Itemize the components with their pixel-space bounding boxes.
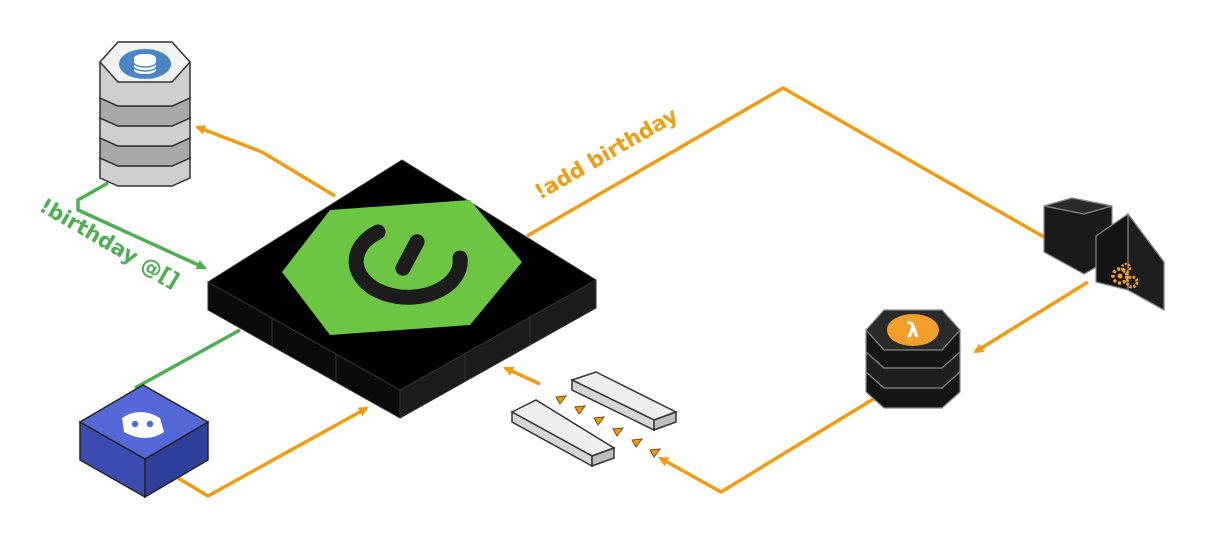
gears-icon — [1111, 262, 1139, 289]
discord-block[interactable] — [78, 384, 210, 499]
scheduler-blocks[interactable] — [1043, 197, 1165, 312]
flow-server-to-discord — [134, 328, 241, 390]
connector-lines — [76, 86, 1089, 498]
message-queue-icon — [555, 395, 662, 458]
flow-lambda-to-queue — [658, 396, 876, 494]
discord-icon — [122, 412, 164, 438]
flow-scheduler-to-lambda — [973, 280, 1089, 354]
birthday-mention-label: !birthday @[] — [36, 194, 184, 293]
flow-server-to-database — [195, 125, 336, 198]
aws-lambda-icon: λ — [887, 314, 939, 346]
flow-discord-to-server — [177, 406, 369, 498]
database-stack[interactable] — [98, 41, 192, 187]
svg-text:λ: λ — [907, 318, 920, 342]
database-stack-icon — [119, 49, 171, 79]
message-queue[interactable] — [510, 371, 678, 468]
flow-server-to-scheduler — [526, 86, 1059, 247]
flow-queue-to-server — [503, 366, 541, 386]
flow-database-to-server — [76, 181, 207, 270]
spring-boot-power-icon — [282, 200, 522, 335]
